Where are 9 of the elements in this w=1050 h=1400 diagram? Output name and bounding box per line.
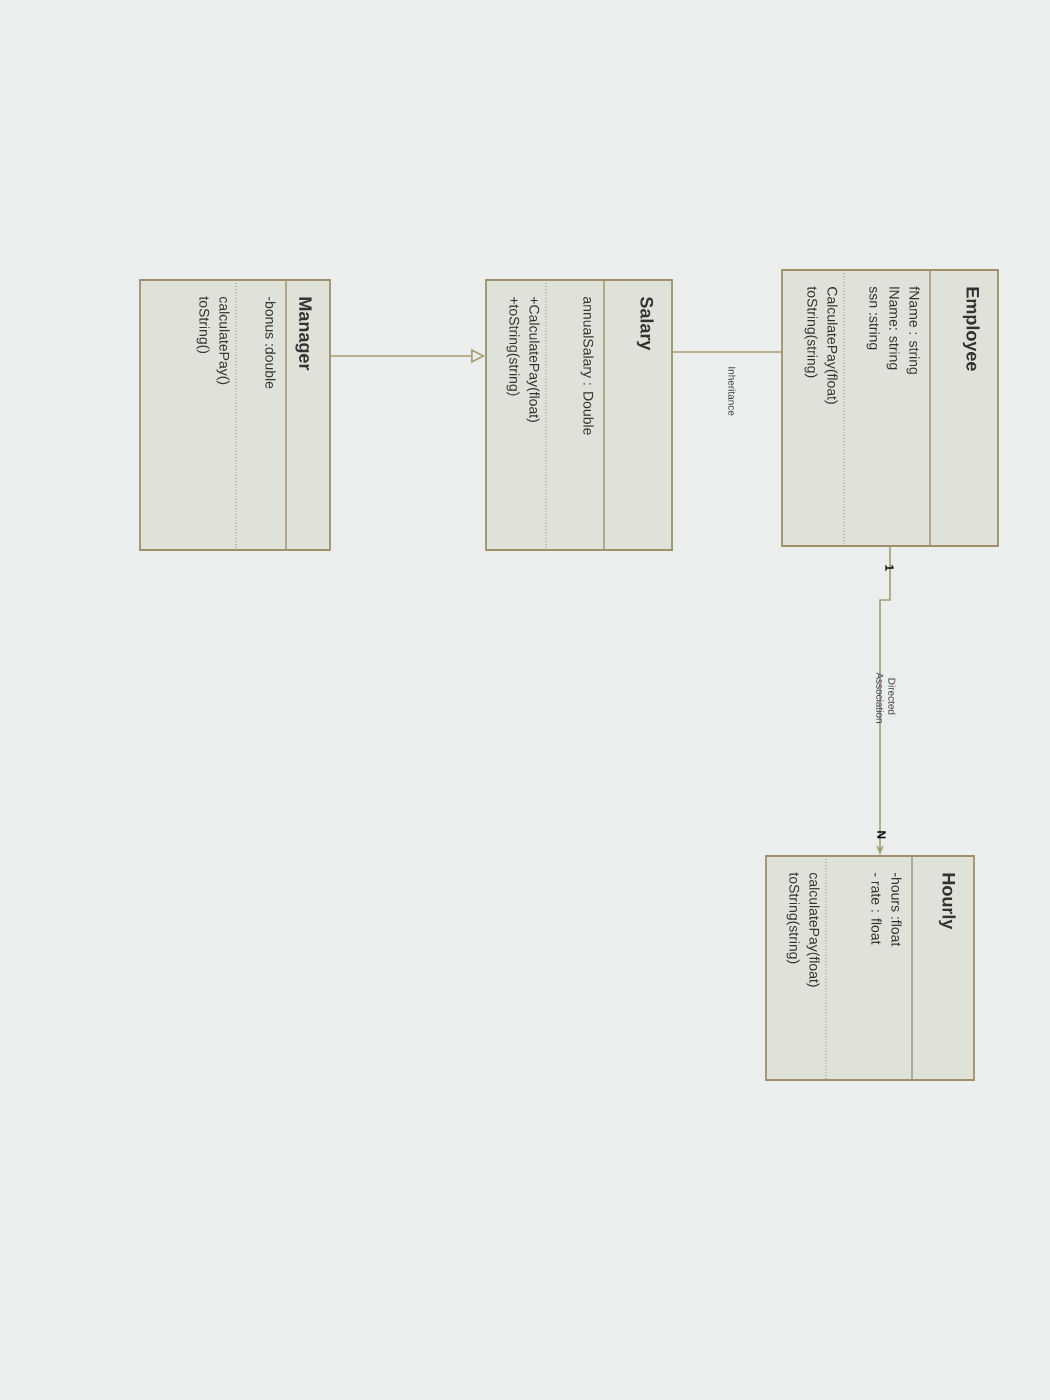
class-box: [765, 855, 975, 1081]
class-name: Hourly: [938, 873, 956, 930]
class-box: [139, 279, 331, 551]
class-box: [781, 269, 999, 547]
inheritance-line: [672, 351, 782, 353]
class-name: Salary: [636, 296, 654, 351]
class-name: Manager: [295, 297, 312, 371]
class-name: Employee: [962, 287, 980, 371]
class-box: [485, 279, 673, 551]
